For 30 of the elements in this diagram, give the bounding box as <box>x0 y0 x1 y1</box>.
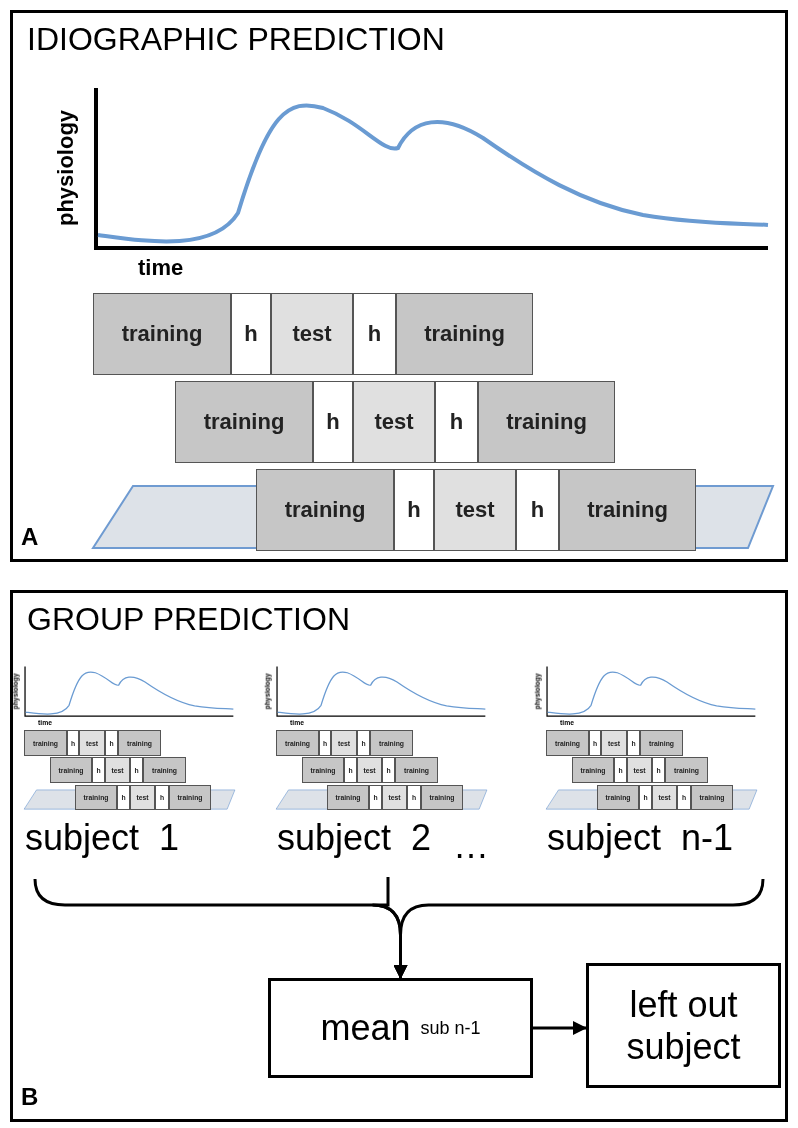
axis-label: physiology <box>53 108 79 229</box>
panel-title: IDIOGRAPHIC PREDICTION <box>27 21 445 58</box>
timeline-segment: test <box>271 293 353 375</box>
timeline-segment: h <box>313 381 353 463</box>
panel-title: GROUP PREDICTION <box>27 601 350 638</box>
panel-frame <box>10 590 788 1122</box>
timeline-segment: h <box>435 381 478 463</box>
timeline-segment: training <box>396 293 533 375</box>
timeline-segment: training <box>93 293 231 375</box>
panel-letter: A <box>21 523 39 551</box>
arrow <box>533 1021 587 1035</box>
timeline-segment: h <box>394 469 434 551</box>
ellipsis-text: … <box>453 825 489 867</box>
timeline-segment: training <box>478 381 615 463</box>
subject-label: subject 1 <box>25 817 180 859</box>
timeline-segment: h <box>516 469 559 551</box>
timeline-segment: test <box>353 381 435 463</box>
timeline-segment: training <box>559 469 696 551</box>
process-box: left out subject <box>586 963 781 1088</box>
panel-frame <box>10 10 788 562</box>
timeline-segment: training <box>256 469 394 551</box>
subject-label: subject 2 <box>277 817 432 859</box>
timeline-segment: h <box>231 293 271 375</box>
axis-label: time <box>138 255 184 281</box>
panel-letter: B <box>21 1083 39 1111</box>
brace-arrow <box>393 878 765 979</box>
timeline-segment: test <box>434 469 516 551</box>
subject-label: subject n-1 <box>547 817 734 859</box>
timeline-segment: h <box>353 293 396 375</box>
timeline-segment: training <box>175 381 313 463</box>
